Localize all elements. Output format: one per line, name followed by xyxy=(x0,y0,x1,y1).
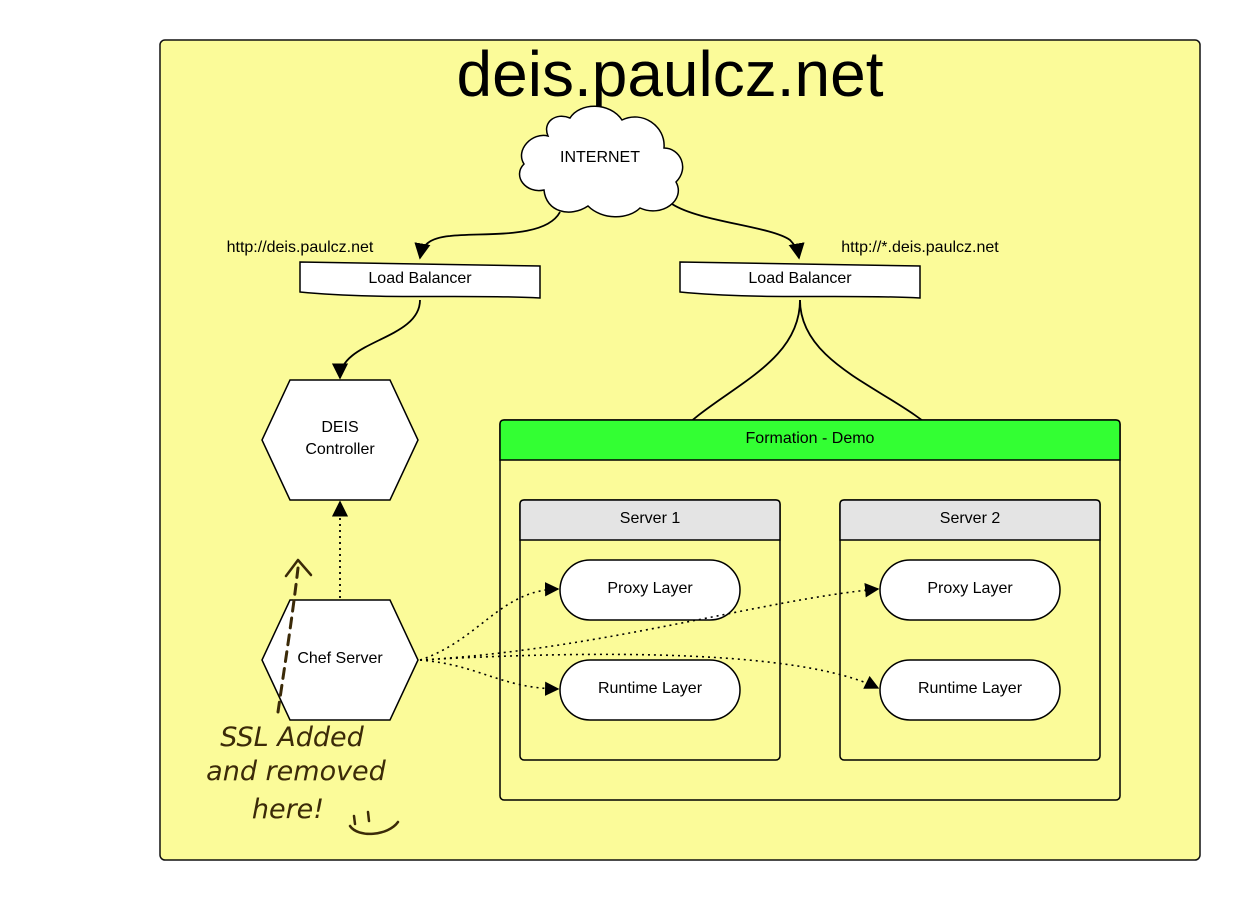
connector-lb1-to-controller xyxy=(331,299,421,380)
connector-chef-to-s2-runtime xyxy=(419,653,880,689)
server-2-label: Server 2 xyxy=(940,510,1001,527)
server-2-header xyxy=(839,499,1101,541)
server-2-proxy-layer-label: Proxy Layer xyxy=(927,580,1013,597)
chef-server-label: Chef Server xyxy=(297,650,383,667)
server-2: Server 2 Proxy Layer Runtime Layer xyxy=(839,499,1101,761)
annotation-line-2: and removed xyxy=(206,756,387,787)
internet-label: INTERNET xyxy=(560,149,640,166)
handwritten-dashed-arrow xyxy=(276,566,300,714)
handwritten-annotation: SSL Added and removed here! xyxy=(206,558,400,835)
smiley-face-icon xyxy=(348,810,400,835)
formation-header xyxy=(499,419,1121,461)
load-balancer-2-label: Load Balancer xyxy=(748,270,852,287)
url-label-apps: http://*.deis.paulcz.net xyxy=(841,239,999,256)
deis-controller: DEIS Controller xyxy=(261,379,419,501)
server-1-runtime-layer xyxy=(559,659,741,721)
connector-internet-to-lb1 xyxy=(414,211,561,260)
controller-label-line2: Controller xyxy=(305,441,375,458)
chef-server: Chef Server xyxy=(261,599,419,721)
url-label-controller: http://deis.paulcz.net xyxy=(227,239,374,256)
server-1: Server 1 Proxy Layer Runtime Layer xyxy=(519,499,781,761)
server-1-proxy-layer-label: Proxy Layer xyxy=(607,580,693,597)
connector-internet-to-lb2 xyxy=(671,203,805,260)
server-1-header xyxy=(519,499,781,541)
server-2-runtime-layer xyxy=(879,659,1061,721)
load-balancer-1: Load Balancer xyxy=(299,261,541,299)
load-balancer-2: Load Balancer xyxy=(679,261,921,299)
annotation-line-1: SSL Added xyxy=(220,722,364,753)
handwritten-arrowhead-icon xyxy=(284,558,313,578)
hexagon-icon xyxy=(261,599,419,721)
banner-icon xyxy=(299,261,541,299)
banner-icon xyxy=(679,261,921,299)
connector-chef-to-s2-proxy xyxy=(419,583,880,661)
hexagon-icon xyxy=(261,379,419,501)
controller-label-line1: DEIS xyxy=(321,419,358,436)
connector-chef-to-s1-proxy xyxy=(419,582,560,661)
server-1-label: Server 1 xyxy=(620,510,681,527)
server-1-proxy-layer xyxy=(559,559,741,621)
connector-chef-to-s1-runtime xyxy=(419,659,560,696)
server-1-runtime-layer-label: Runtime Layer xyxy=(598,680,703,697)
diagram-title: deis.paulcz.net xyxy=(457,38,884,110)
load-balancer-1-label: Load Balancer xyxy=(368,270,472,287)
server-2-runtime-layer-label: Runtime Layer xyxy=(918,680,1023,697)
server-2-proxy-layer xyxy=(879,559,1061,621)
annotation-line-3: here! xyxy=(252,794,324,825)
formation-label: Formation - Demo xyxy=(746,430,875,447)
